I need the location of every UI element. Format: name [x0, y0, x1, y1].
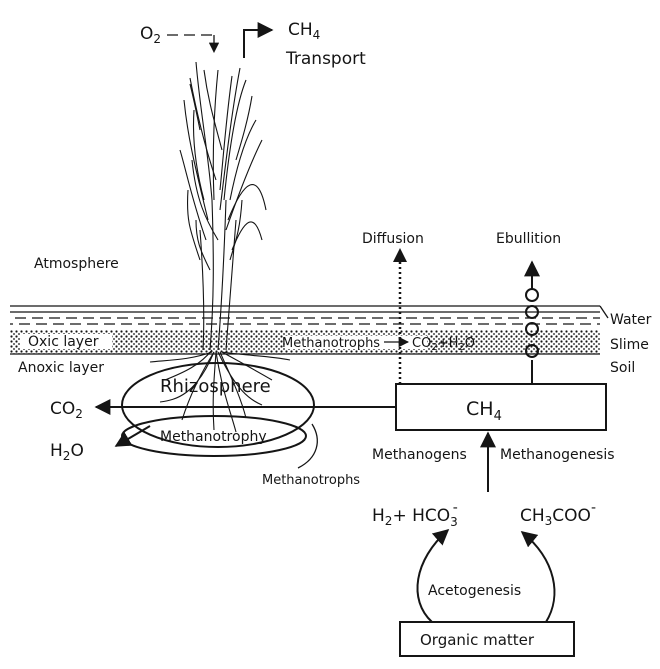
transport-label: Transport — [285, 49, 366, 69]
ch4-box-label: CH4 — [466, 398, 502, 424]
h2o-product-label: H2O — [50, 441, 84, 463]
ch4-transport-label: CH4 — [288, 20, 320, 42]
acetate-label: CH3COO- — [520, 500, 596, 528]
ebullition-label: Ebullition — [496, 231, 561, 247]
reaction-product-label: CO2+H2O — [412, 336, 475, 353]
o2-label: O2 — [140, 24, 161, 46]
diffusion-label: Diffusion — [362, 231, 424, 247]
h2-hco3-label: H2+ HCO3- — [372, 500, 458, 529]
methanotrophs-reaction-label: Methanotrophs — [282, 336, 380, 351]
water-label: Water — [610, 312, 652, 328]
methanogenesis-label: Methanogenesis — [500, 447, 615, 463]
co2-product-label: CO2 — [50, 399, 83, 421]
slime-label: Slime — [610, 337, 649, 353]
anoxic-layer-label: Anoxic layer — [18, 360, 104, 376]
acetogenesis-label: Acetogenesis — [428, 583, 521, 599]
oxic-layer-label: Oxic layer — [28, 334, 99, 350]
atmosphere-label: Atmosphere — [34, 256, 119, 272]
water-layer — [10, 306, 600, 324]
methanogens-label: Methanogens — [372, 447, 467, 463]
methanotrophs-label: Methanotrophs — [262, 473, 360, 488]
rhizosphere-label: Rhizosphere — [160, 376, 271, 397]
bubble — [526, 289, 538, 301]
methanotrophy-label: Methanotrophy — [160, 429, 267, 445]
organic-matter-label: Organic matter — [420, 631, 535, 649]
soil-label: Soil — [610, 360, 635, 376]
